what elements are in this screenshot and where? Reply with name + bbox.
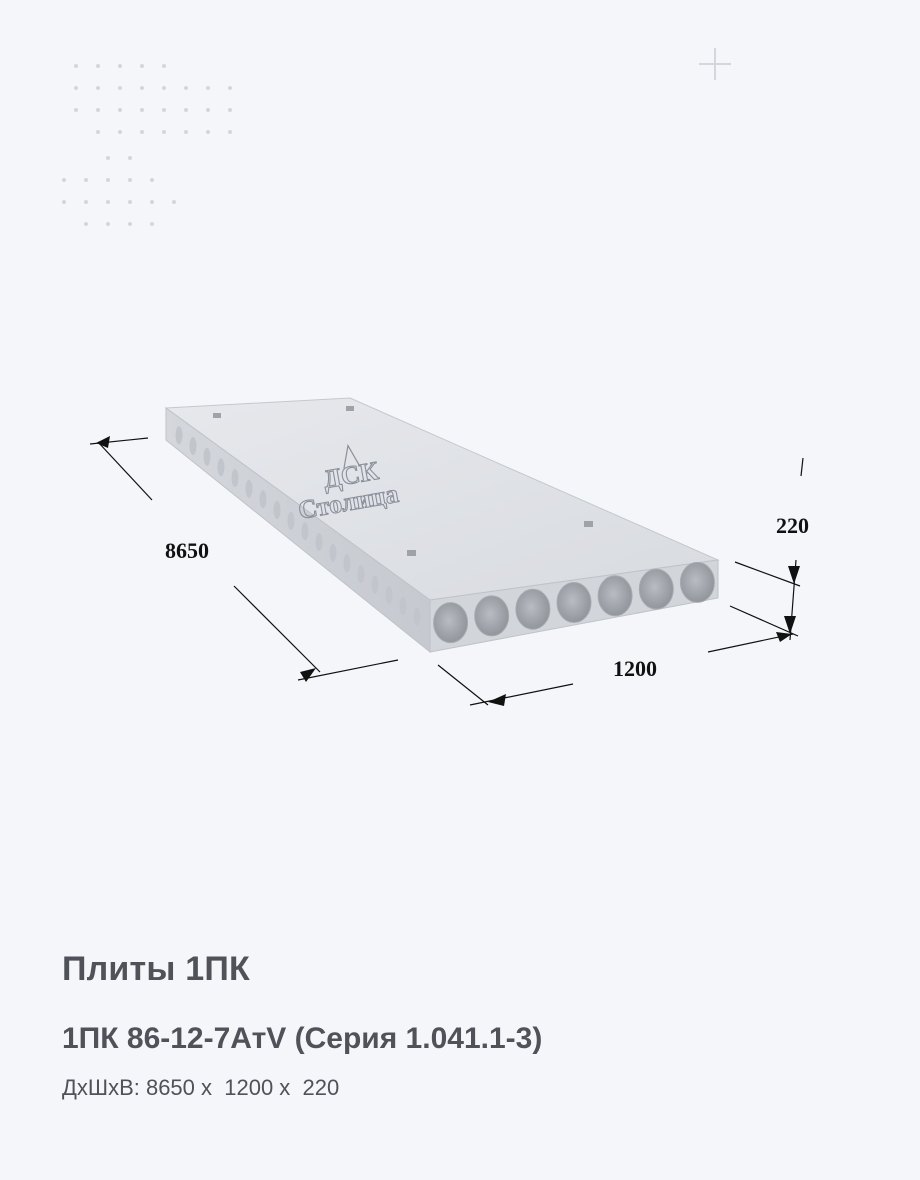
decorative-dot	[150, 178, 154, 182]
decorative-dot	[62, 200, 66, 204]
width-dimension-label: 1200	[613, 656, 657, 681]
decorative-dot-grid	[62, 64, 232, 226]
hollow-core	[474, 595, 510, 637]
decorative-dot	[74, 86, 78, 90]
hollow-core	[556, 582, 592, 623]
decorative-dot	[96, 130, 100, 134]
decorative-dot	[140, 64, 144, 68]
decorative-dot	[162, 108, 166, 112]
side-recess	[385, 586, 393, 605]
decorative-dot	[128, 222, 132, 226]
side-recess	[357, 565, 365, 583]
decorative-dot	[228, 130, 232, 134]
side-recess	[245, 479, 253, 498]
side-recess	[217, 458, 225, 477]
decorative-dot	[118, 130, 122, 134]
hollow-core	[433, 602, 469, 644]
decorative-dot	[140, 130, 144, 134]
product-dimensions: ДхШхВ: 8650 х 1200 х 220	[62, 1075, 340, 1100]
hollow-core	[515, 588, 551, 630]
decorative-dot	[206, 108, 210, 112]
side-recess	[413, 607, 421, 626]
dimension-arrows	[96, 436, 800, 706]
decorative-dot	[228, 108, 232, 112]
decorative-dot	[184, 86, 188, 90]
length-dimension-label: 8650	[165, 538, 209, 563]
decorative-dot	[74, 108, 78, 112]
decorative-dot	[106, 156, 110, 160]
decorative-dot	[106, 178, 110, 182]
decorative-dot	[96, 86, 100, 90]
decorative-dot	[128, 156, 132, 160]
decorative-dot	[118, 64, 122, 68]
decorative-dot	[162, 64, 166, 68]
side-recess	[399, 597, 407, 615]
side-recess	[343, 554, 351, 573]
decorative-dot	[172, 200, 176, 204]
category-title: Плиты 1ПК	[62, 950, 250, 988]
hollow-core	[597, 575, 633, 617]
decorative-dot	[162, 130, 166, 134]
decorative-dot	[128, 178, 132, 182]
decorative-plus-icon	[699, 48, 731, 80]
side-recess	[189, 437, 197, 455]
decorative-dot	[162, 86, 166, 90]
decorative-dot	[206, 130, 210, 134]
hollow-core	[679, 561, 715, 603]
side-recess	[287, 511, 295, 530]
decorative-dot	[140, 86, 144, 90]
side-recess	[329, 543, 337, 562]
decorative-dot	[106, 222, 110, 226]
side-recess	[301, 522, 309, 541]
decorative-dot	[84, 200, 88, 204]
decorative-dot	[118, 108, 122, 112]
decorative-dot	[140, 108, 144, 112]
side-recess	[315, 533, 323, 551]
decorative-dot	[150, 222, 154, 226]
product-title: 1ПК 86-12-7АтV (Серия 1.041.1-3)	[62, 1022, 543, 1055]
decorative-dot	[118, 86, 122, 90]
decorative-dot	[96, 64, 100, 68]
side-recess	[371, 575, 379, 594]
height-dimension-label: 220	[776, 513, 809, 538]
decorative-dot	[74, 64, 78, 68]
decorative-dot	[96, 108, 100, 112]
decorative-dot	[184, 130, 188, 134]
decorative-dot	[228, 86, 232, 90]
decorative-dot	[206, 86, 210, 90]
hollow-core-slab-drawing: ДСК Столица 8650 1200 220	[89, 397, 809, 706]
decorative-dot	[106, 200, 110, 204]
decorative-dot	[128, 200, 132, 204]
decorative-dot	[62, 178, 66, 182]
decorative-dot	[84, 222, 88, 226]
hollow-core	[638, 568, 674, 610]
side-recess	[231, 469, 239, 487]
side-recess	[175, 426, 183, 445]
side-recess	[273, 501, 281, 519]
decorative-dot	[84, 178, 88, 182]
decorative-dot	[150, 200, 154, 204]
decorative-dot	[184, 108, 188, 112]
lifting-loops	[213, 406, 593, 556]
side-recess	[203, 447, 211, 466]
side-recess	[259, 490, 267, 509]
